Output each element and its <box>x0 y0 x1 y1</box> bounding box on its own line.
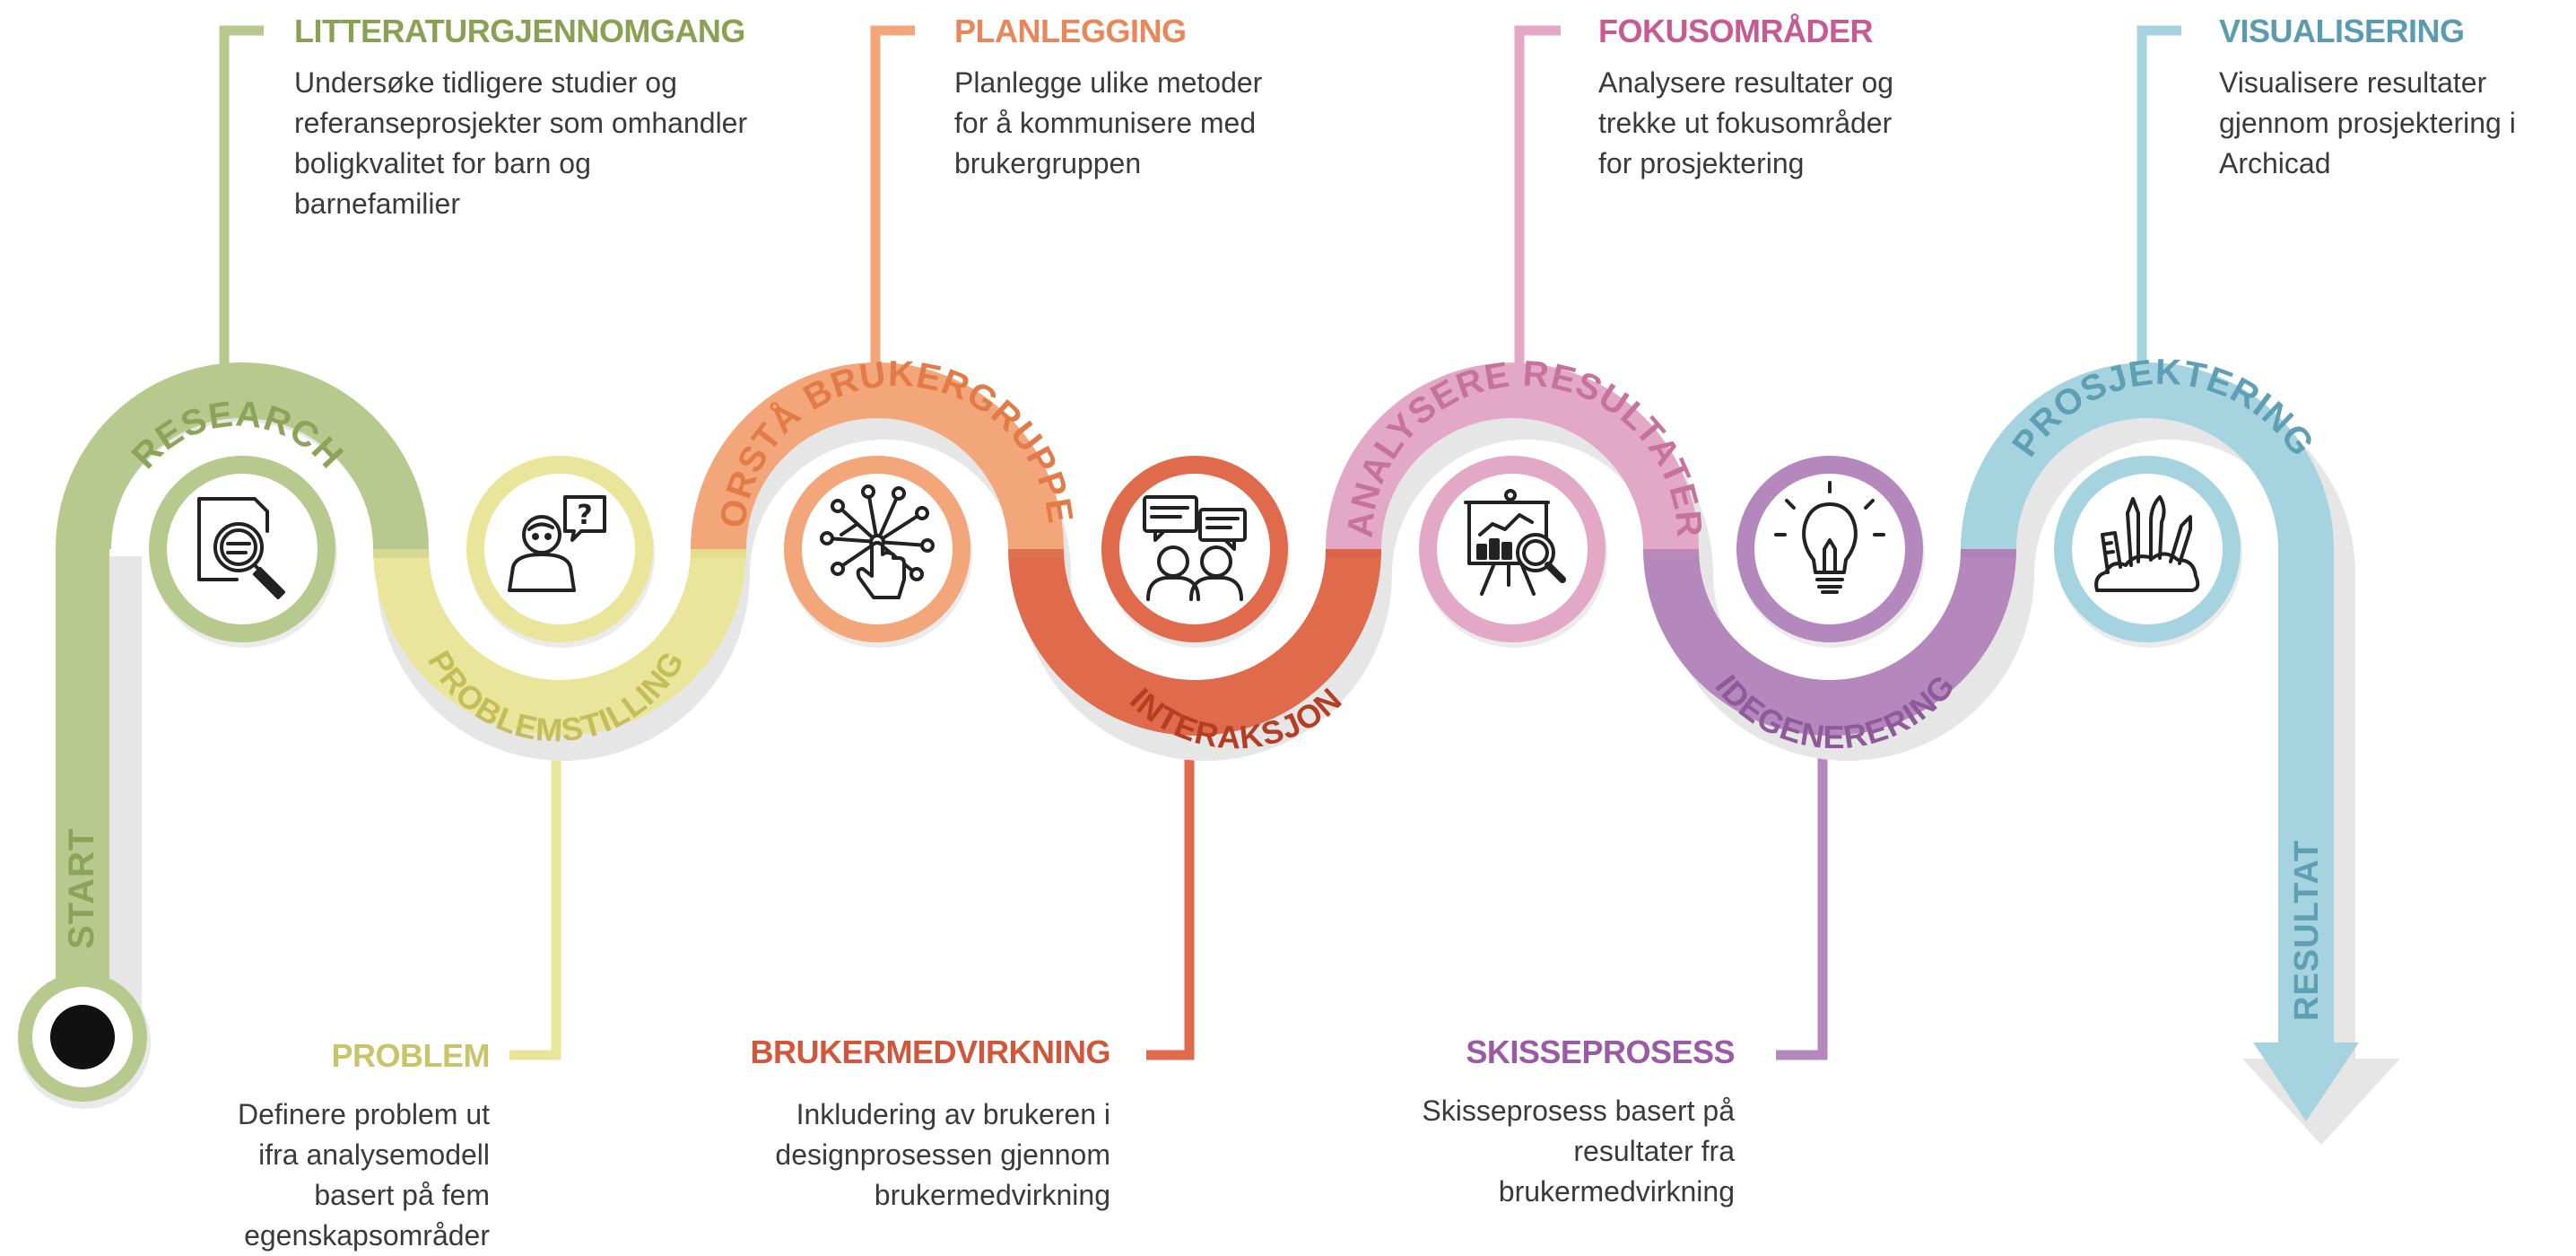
callout-text: Inkludering av brukeren i designprosesse… <box>775 1098 1110 1211</box>
callout-text: Undersøke tidligere studier og referanse… <box>294 66 748 220</box>
art-tools-icon <box>2094 495 2200 592</box>
idegenerering-band <box>1643 549 2016 736</box>
forsta-band <box>691 362 1064 549</box>
leader-lines <box>219 25 2181 1060</box>
research-band <box>56 362 429 549</box>
presentation-analysis-icon <box>1464 489 1566 596</box>
start-node <box>18 973 151 1109</box>
callout-bruker: BRUKERMEDVIRKNING Inkludering av brukere… <box>750 1034 1110 1216</box>
callout-title: PROBLEM <box>331 1037 491 1074</box>
leader-problem <box>509 727 561 1060</box>
callout-text: Skisseprosess basert på resultater fra b… <box>1422 1095 1735 1208</box>
callout-text: Definere problem ut ifra analysemodell b… <box>237 1098 490 1252</box>
problemstilling-band <box>373 549 746 736</box>
callout-litteratur: LITTERATURGJENNOMGANG Undersøke tidliger… <box>294 13 747 224</box>
label-start: START <box>62 828 101 949</box>
document-search-icon <box>197 497 285 599</box>
icon-rings <box>149 456 2242 648</box>
leader-fokus <box>1514 25 1561 366</box>
leader-skisse <box>1776 727 1828 1060</box>
question-person-icon: ? <box>508 495 606 592</box>
callout-title: LITTERATURGJENNOMGANG <box>294 13 745 49</box>
svg-text:?: ? <box>577 500 592 531</box>
leader-visualisering <box>2137 25 2181 366</box>
conversation-icon <box>1143 495 1247 601</box>
start-band <box>56 547 109 1014</box>
callout-text: Visualisere resultater gjennom prosjekte… <box>2219 66 2516 179</box>
callout-planlegging: PLANLEGGING Planlegge ulike metoder for … <box>954 13 1262 184</box>
callout-problem: PROBLEM Definere problem ut ifra analyse… <box>237 1037 491 1256</box>
analysere-band <box>1326 362 1699 549</box>
callout-text: Planlegge ulike metoder for å kommuniser… <box>954 66 1263 179</box>
resultat-arrow <box>2253 549 2359 1121</box>
prosjektering-band <box>1961 362 2334 549</box>
lightbulb-icon <box>1774 481 1885 594</box>
callout-title: VISUALISERING <box>2219 13 2465 49</box>
leader-bruker <box>1146 727 1195 1060</box>
callout-title: BRUKERMEDVIRKNING <box>750 1034 1110 1070</box>
leader-litteratur <box>219 25 264 368</box>
leader-planlegging <box>870 25 915 366</box>
callout-visualisering: VISUALISERING Visualisere resultater gje… <box>2219 13 2516 184</box>
callout-title: FOKUSOMRÅDER <box>1598 13 1874 49</box>
callout-skisse: SKISSEPROSESS Skisseprosess basert på re… <box>1422 1034 1735 1212</box>
label-resultat: RESULTAT <box>2288 840 2326 1021</box>
callout-title: PLANLEGGING <box>954 13 1187 49</box>
callout-fokus: FOKUSOMRÅDER Analysere resultater og tre… <box>1598 13 1893 184</box>
callout-text: Analysere resultater og trekke ut fokuso… <box>1598 66 1894 179</box>
touch-network-icon <box>820 484 935 599</box>
interaksjon-band <box>1008 549 1381 736</box>
callout-title: SKISSEPROSESS <box>1466 1034 1735 1070</box>
